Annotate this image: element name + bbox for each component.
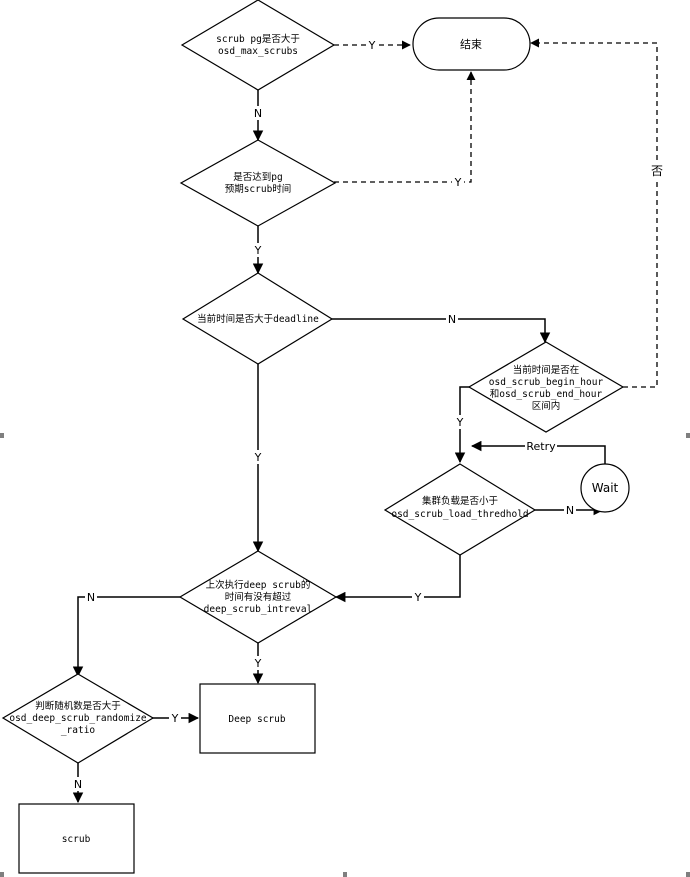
node-label: 上次执行deep scrub的 <box>206 579 311 591</box>
canvas-resize-handle-bottom[interactable] <box>343 872 347 877</box>
edge-hours-to-load <box>454 386 470 464</box>
node-label: osd_max_scrubs <box>218 46 298 57</box>
edge-interval-to-random <box>72 596 180 678</box>
edge-load-to-interval <box>334 553 461 603</box>
edge-deadline-to-hours <box>332 318 551 344</box>
node-wait[interactable]: Wait <box>580 463 630 513</box>
node-label: osd_deep_scrub_randomize <box>9 713 147 724</box>
node-end[interactable]: 结束 <box>412 17 531 71</box>
edge-label-interval-to-random: N <box>87 591 95 604</box>
edge-label-random-to-deep: Y <box>171 712 179 725</box>
canvas-resize-handle-right[interactable] <box>686 433 690 438</box>
edges <box>72 38 658 804</box>
node-check-cluster-load[interactable]: 集群负载是否小于 osd_scrub_load_thredhold <box>383 463 537 556</box>
edge-label-deadline-to-interval: Y <box>254 451 262 464</box>
node-label: 区间内 <box>532 400 561 412</box>
edge-label-load-to-interval: Y <box>414 591 422 604</box>
node-label: Deep scrub <box>228 714 285 725</box>
node-label: _ratio <box>61 725 96 736</box>
edge-labels: Y N Y Y N 否 Y Y Retry N Y N Y Y N <box>72 38 664 791</box>
edge-label-wait-retry: Retry <box>526 440 556 453</box>
node-scrub[interactable]: scrub <box>18 803 135 874</box>
node-label: osd_scrub_load_thredhold <box>391 509 528 520</box>
edge-label-hours-to-load: Y <box>456 416 464 429</box>
node-check-deep-interval[interactable]: 上次执行deep scrub的 时间有没有超过 deep_scrub_intre… <box>178 550 338 644</box>
node-label: 结束 <box>460 38 482 51</box>
edge-wait-retry <box>470 440 606 464</box>
node-check-randomize[interactable]: 判断随机数是否大于 osd_deep_scrub_randomize _rati… <box>1 673 155 764</box>
node-label: 预期scrub时间 <box>225 183 292 195</box>
canvas-resize-handle-left[interactable] <box>0 433 4 438</box>
edge-label-hours-to-end: 否 <box>651 164 663 178</box>
edge-pgtime-to-end <box>334 71 476 183</box>
edge-hours-to-end <box>530 38 658 388</box>
edge-label-load-to-wait: N <box>566 504 574 517</box>
node-label: scrub pg是否大于 <box>216 33 300 45</box>
node-label: 判断随机数是否大于 <box>35 700 121 712</box>
node-check-max-scrubs[interactable]: scrub pg是否大于 osd_max_scrubs <box>180 0 336 91</box>
canvas-resize-handle-bottom-left[interactable] <box>0 872 4 877</box>
canvas-resize-handle-bottom-right[interactable] <box>686 872 690 877</box>
edge-label-random-to-scrub: N <box>74 778 82 791</box>
node-label: Wait <box>592 481 619 495</box>
node-label: scrub <box>62 834 91 845</box>
node-label: deep_scrub_intreval <box>204 604 313 615</box>
edge-label-pgtime-to-deadline: Y <box>254 244 262 257</box>
node-label: 和osd_scrub_end_hour <box>490 389 603 400</box>
node-label: 时间有没有超过 <box>225 591 292 603</box>
node-deep-scrub[interactable]: Deep scrub <box>199 683 316 754</box>
node-label: 集群负载是否小于 <box>422 495 498 507</box>
edge-label-deadline-to-hours: N <box>448 313 456 326</box>
edge-label-max-to-end: Y <box>368 39 376 52</box>
edge-label-pgtime-to-end: Y <box>454 176 462 189</box>
edge-label-max-to-pgtime: N <box>254 107 262 120</box>
node-check-deadline[interactable]: 当前时间是否大于deadline <box>181 272 334 365</box>
node-check-pg-scrub-time[interactable]: 是否达到pg 预期scrub时间 <box>179 139 337 227</box>
node-label: 当前时间是否大于deadline <box>197 313 319 325</box>
node-check-scrub-hours[interactable]: 当前时间是否在 osd_scrub_begin_hour 和osd_scrub_… <box>467 341 625 433</box>
node-label: 当前时间是否在 <box>513 364 580 376</box>
node-label: 是否达到pg <box>233 171 282 183</box>
node-label: osd_scrub_begin_hour <box>489 377 604 388</box>
edge-label-interval-to-deep: Y <box>254 657 262 670</box>
